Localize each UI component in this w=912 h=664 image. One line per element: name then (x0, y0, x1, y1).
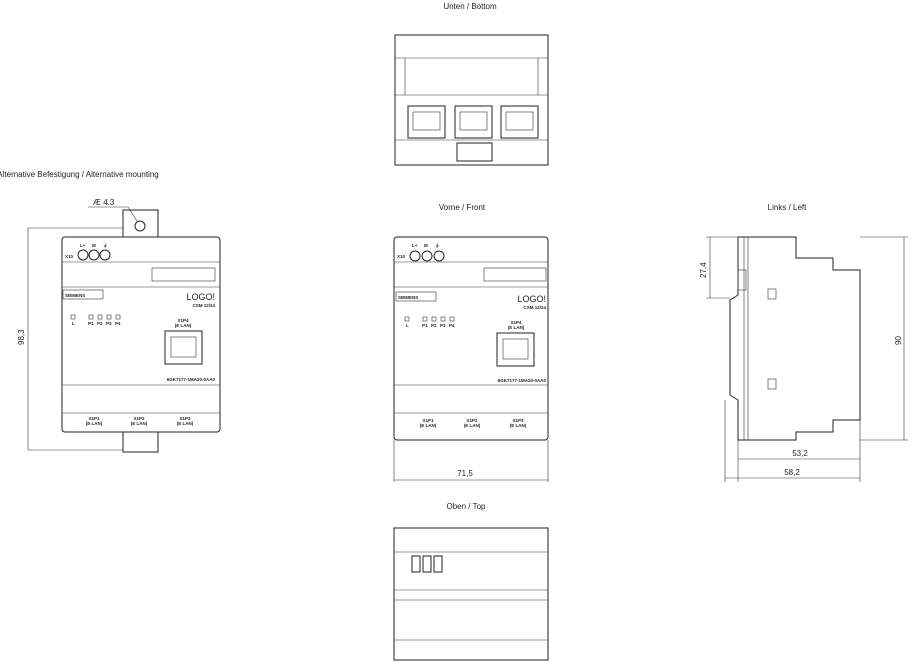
led-p3: P3 (106, 321, 112, 326)
model-label: CSM 12/24 (192, 303, 215, 308)
port-x1p4-label: X1P4 (177, 318, 189, 323)
hole-dimension: Æ 4.3 (93, 198, 115, 207)
led-p1: P1 (422, 323, 428, 328)
lplus-label: L+ (412, 243, 418, 248)
left-view: 27,4 90 53,2 58,2 (699, 236, 908, 482)
height-alt-dimension: 98,3 (17, 329, 26, 345)
elan-label: (E LAN) (86, 421, 103, 426)
alt-mounting-view: Æ 4.3 98,3 X10 L+ M ⏚ SIEMENS LOGO! CSM … (17, 198, 221, 453)
led-l: L (72, 321, 75, 326)
title-bottom: Unten / Bottom (443, 2, 497, 11)
height-dimension: 90 (894, 336, 903, 345)
title-front: Vorne / Front (439, 203, 486, 212)
led-p4: P4 (115, 321, 121, 326)
port-x1p1-label: X1P1 (422, 418, 434, 423)
led-l: L (406, 323, 409, 328)
rail-dimension: 27,4 (699, 262, 708, 278)
led-p3: P3 (440, 323, 446, 328)
m-label: M (424, 243, 428, 248)
model-label: CSM 12/24 (523, 305, 546, 310)
elan-label: (E LAN) (420, 423, 437, 428)
rj45-port-bottom (407, 105, 446, 139)
logo-label: LOGO! (517, 294, 546, 304)
brand-logo: SIEMENS (398, 295, 418, 300)
ground-label: ⏚ (103, 242, 108, 249)
lplus-label: L+ (80, 243, 86, 248)
elan-label: (E LAN) (131, 421, 148, 426)
width-dimension: 71,5 (457, 469, 473, 478)
order-number: 6GK7177-1MA20-0AA0 (498, 378, 547, 383)
rj45-port-bottom (500, 105, 539, 139)
terminal (411, 555, 421, 573)
title-top: Oben / Top (447, 502, 487, 511)
bottom-view (394, 34, 549, 166)
led-p4: P4 (449, 323, 455, 328)
m-label: M (92, 243, 96, 248)
logo-label: LOGO! (186, 292, 215, 302)
led-p1: P1 (88, 321, 94, 326)
elan-label: (E LAN) (177, 421, 194, 426)
top-view (393, 527, 549, 661)
port-x1p3-label: X1P3 (179, 416, 191, 421)
elan-label: (E LAN) (510, 423, 527, 428)
brand-logo: SIEMENS (65, 293, 85, 298)
port-x1p2-label: X1P2 (466, 418, 478, 423)
rj45-port-bottom (454, 105, 493, 139)
port-x1p3-label: X1P3 (512, 418, 524, 423)
port-x1p4-label: X1P4 (510, 320, 522, 325)
terminal (422, 555, 432, 573)
port-x1p1-label: X1P1 (88, 416, 100, 421)
port-x1p2-label: X1P2 (133, 416, 145, 421)
order-number: 6GK7177-1MA20-0AA0 (167, 377, 216, 382)
led-p2: P2 (431, 323, 437, 328)
rj45-port-x1p4 (164, 330, 203, 365)
rj45-port-x1p4 (496, 332, 535, 367)
title-alt-mounting: Alternative Befestigung / Alternative mo… (0, 170, 159, 179)
elan-label: (E LAN) (175, 323, 192, 328)
x10-label: X10 (65, 254, 74, 259)
terminal (433, 555, 443, 573)
elan-label: (E LAN) (508, 325, 525, 330)
title-left: Links / Left (768, 203, 807, 212)
elan-label: (E LAN) (464, 423, 481, 428)
depth1-dimension: 53,2 (792, 449, 808, 458)
depth2-dimension: 58,2 (784, 468, 800, 477)
front-view: 71,5 X10 L+ M ⏚ SIEMENS LOGO! CSM 12/24 … (393, 236, 549, 482)
led-p2: P2 (97, 321, 103, 326)
x10-label: X10 (397, 254, 406, 259)
ground-label: ⏚ (435, 242, 440, 249)
